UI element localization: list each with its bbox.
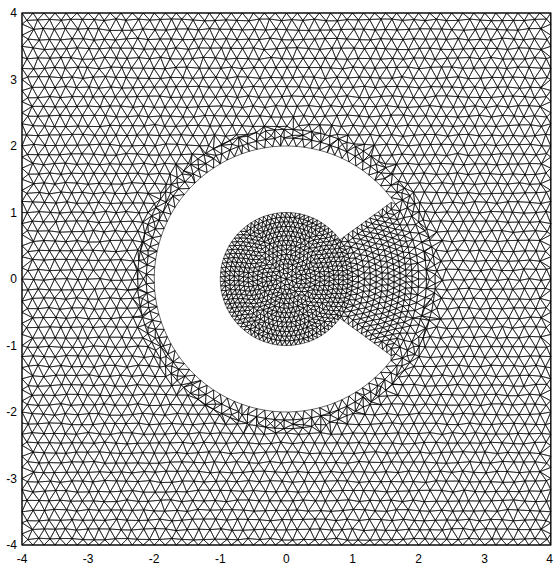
tick-label: 1	[10, 207, 17, 219]
tick-label: 2	[10, 140, 17, 152]
tick-label: 4	[10, 7, 17, 19]
mesh-triangles	[22, 13, 551, 545]
tick-label: 3	[481, 553, 488, 565]
tick-label: 2	[415, 553, 422, 565]
tick-label: 0	[10, 273, 17, 285]
tick-label: 3	[10, 74, 17, 86]
tick-label: -2	[6, 406, 17, 418]
tick-label: 4	[546, 553, 553, 565]
tick-label: 0	[283, 553, 290, 565]
tick-label: -2	[149, 553, 160, 565]
plot-frame	[22, 13, 551, 545]
tick-label: -1	[215, 553, 226, 565]
tick-label: 1	[349, 553, 356, 565]
tick-label: -1	[6, 340, 17, 352]
tick-label: -4	[6, 539, 17, 551]
tick-label: -4	[17, 553, 28, 565]
tick-label: -3	[83, 553, 94, 565]
tick-label: -3	[6, 473, 17, 485]
